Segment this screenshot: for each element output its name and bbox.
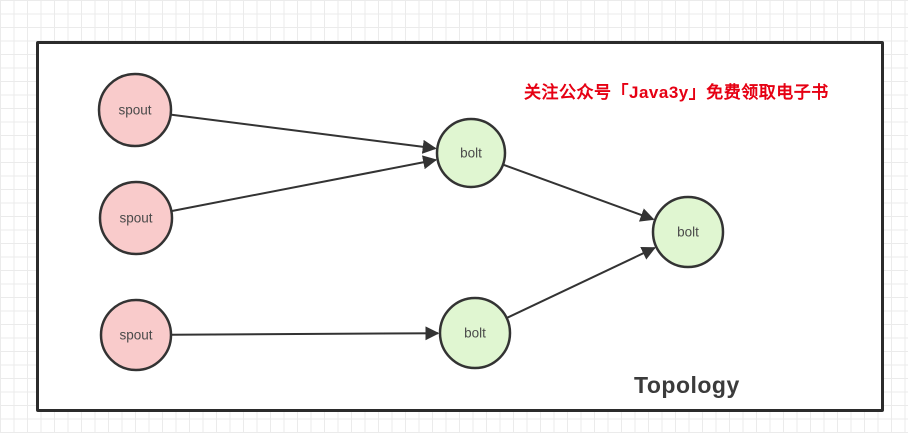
node-bolt3: bolt bbox=[651, 195, 725, 269]
diagram-title: Topology bbox=[634, 372, 740, 398]
node-spout3: spout bbox=[99, 298, 173, 372]
spout-circle bbox=[97, 72, 173, 148]
node-label-bolt3: bolt bbox=[677, 225, 699, 240]
bolt-circle bbox=[438, 296, 512, 370]
edge-bolt1-to-bolt3 bbox=[502, 163, 655, 222]
spout-circle bbox=[99, 298, 173, 372]
node-spout1: spout bbox=[97, 72, 173, 148]
node-bolt1: bolt bbox=[435, 117, 507, 189]
nodes-layer: spout spout spout bolt bolt bolt bbox=[97, 72, 725, 372]
node-spout2: spout bbox=[98, 180, 174, 256]
spout-circle bbox=[98, 180, 174, 256]
node-label-spout2: spout bbox=[119, 211, 152, 226]
promo-annotation: 关注公众号「Java3y」免费领取电子书 bbox=[524, 83, 829, 102]
edges-layer bbox=[170, 113, 656, 341]
edge-bolt2-to-bolt3 bbox=[506, 246, 656, 319]
edge-spout3-to-bolt2 bbox=[170, 326, 440, 341]
bolt-circle bbox=[651, 195, 725, 269]
node-label-spout3: spout bbox=[119, 328, 152, 343]
node-label-bolt1: bolt bbox=[460, 146, 482, 161]
edge-spout2-to-bolt1 bbox=[171, 155, 438, 213]
node-label-spout1: spout bbox=[118, 103, 151, 118]
edge-spout1-to-bolt1 bbox=[170, 113, 437, 154]
bolt-circle bbox=[435, 117, 507, 189]
node-bolt2: bolt bbox=[438, 296, 512, 370]
node-label-bolt2: bolt bbox=[464, 326, 486, 341]
